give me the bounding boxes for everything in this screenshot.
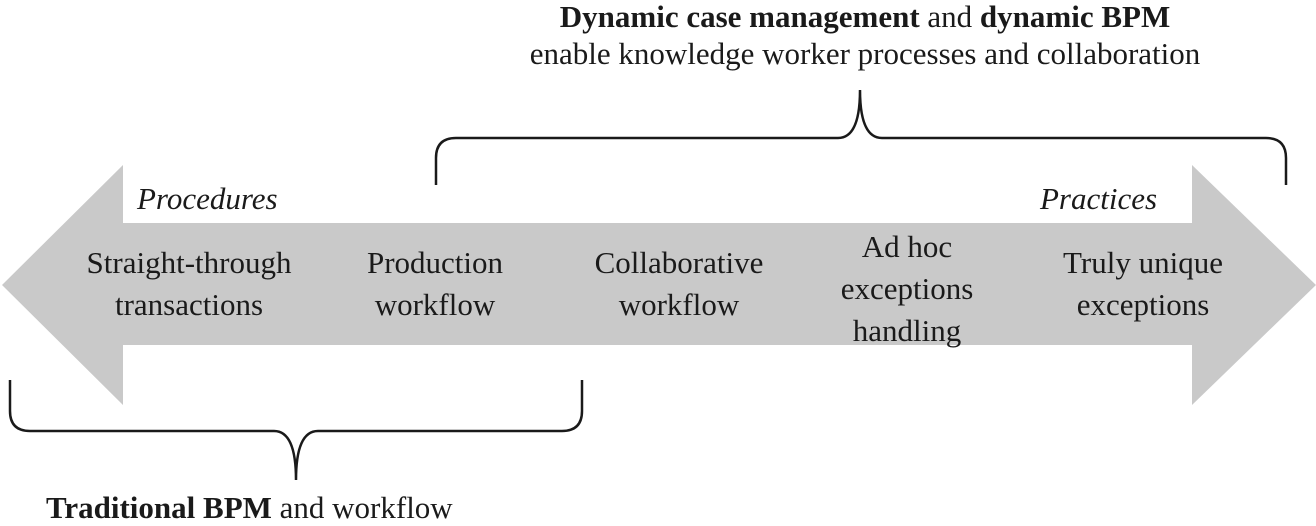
top-caption-line1: Dynamic case management and dynamic BPM <box>420 0 1310 35</box>
stage-label-line: Truly unique <box>1063 245 1223 280</box>
stage-label-line: Straight-through <box>86 245 292 280</box>
bottom-caption-bold: Traditional BPM <box>46 490 272 525</box>
stage-straight-through: Straight-through transactions <box>48 242 330 326</box>
top-caption-bold-a: Dynamic case management <box>559 0 920 34</box>
stage-label-line: handling <box>852 313 962 348</box>
bottom-caption-rest: and workflow <box>279 490 453 525</box>
stage-label-line: Collaborative <box>594 245 764 280</box>
spectrum-arrow <box>2 165 1316 405</box>
stage-label-line: workflow <box>618 287 740 322</box>
top-caption-line2: enable knowledge worker processes and co… <box>529 36 1201 72</box>
bottom-brace <box>8 380 584 481</box>
stage-label-line: workflow <box>374 287 496 322</box>
top-caption: Dynamic case management and dynamic BPM … <box>420 0 1310 72</box>
top-caption-mid: and <box>927 0 973 34</box>
stage-label-line: Production <box>366 245 504 280</box>
stage-production-workflow: Production workflow <box>325 242 545 326</box>
stage-label-line: Ad hoc <box>861 229 953 264</box>
stage-label-line: exceptions <box>840 271 974 306</box>
left-end-label: Procedures <box>137 181 278 216</box>
stage-ad-hoc-exceptions: Ad hoc exceptions handling <box>802 226 1012 352</box>
top-caption-bold-b: dynamic BPM <box>979 0 1171 34</box>
bottom-caption: Traditional BPM and workflow <box>46 489 453 526</box>
stage-truly-unique-exceptions: Truly unique exceptions <box>1028 242 1258 326</box>
stage-collaborative-workflow: Collaborative workflow <box>560 242 798 326</box>
right-end-label: Practices <box>1040 181 1158 216</box>
top-brace <box>434 89 1288 185</box>
stage-label-line: exceptions <box>1076 287 1210 322</box>
stage-label-line: transactions <box>114 287 264 322</box>
